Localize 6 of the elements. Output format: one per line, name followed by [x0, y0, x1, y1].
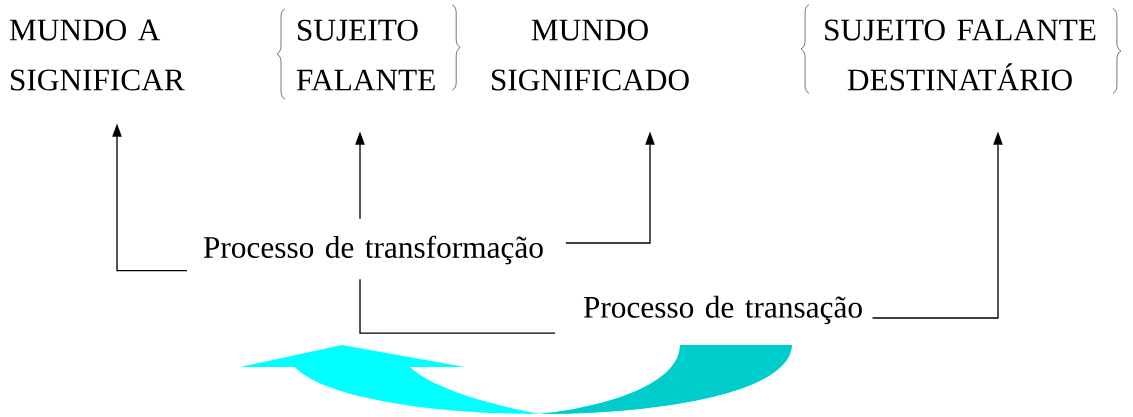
text-label: Processo de transformação	[203, 235, 543, 265]
text-label: SUJEITO FALANTE DESTINATÁRIO	[825, 19, 1096, 91]
text-label: MUNDO SIGNIFICADO	[492, 19, 689, 91]
text-label: Processo de transação	[583, 295, 862, 325]
text-label: SUJEITO FALANTE	[296, 19, 435, 91]
text-label: MUNDO A SIGNIFICAR	[9, 19, 185, 91]
